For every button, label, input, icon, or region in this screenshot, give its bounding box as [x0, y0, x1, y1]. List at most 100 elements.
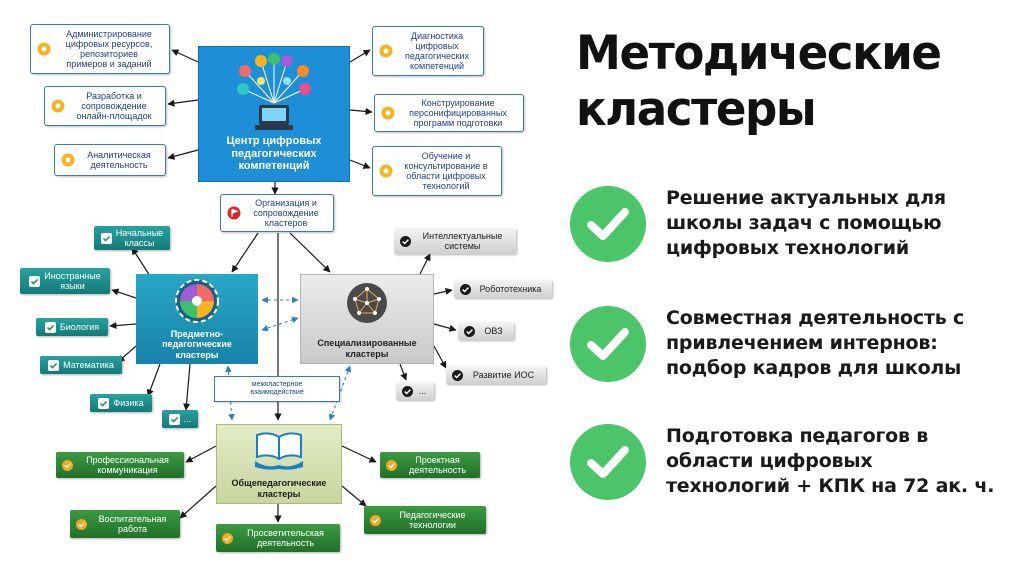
connector — [179, 485, 217, 519]
special-cluster-title: Специализированные кластеры — [317, 338, 417, 359]
orange-check-icon — [370, 514, 381, 526]
checkmark-circle-icon — [570, 424, 646, 500]
special-item: ОВЗ — [458, 322, 514, 340]
subject-item: Физика — [90, 394, 152, 412]
black-check-icon — [464, 325, 475, 337]
subject-item: ... — [162, 410, 198, 428]
connector — [419, 253, 431, 275]
subject-item: Начальные классы — [94, 226, 170, 250]
general-pedagogical-clusters-node: Общепедагогические кластеры — [216, 424, 342, 504]
general-item-label: Проектная деятельность — [408, 454, 467, 475]
subject-item-label: ... — [183, 413, 192, 424]
general-cluster-title: Общепедагогические кластеры — [231, 478, 327, 499]
checkmark-circle-icon — [570, 186, 646, 262]
methodical-clusters-diagram: Центр цифровых педагогических компетенци… — [20, 24, 552, 552]
benefit-item: Решение актуальных для школы задач с пом… — [570, 186, 1010, 276]
green-check-icon — [29, 275, 41, 287]
benefit-item: Совместная деятельность с привлечением и… — [570, 306, 1010, 396]
connector — [167, 149, 199, 160]
connector — [399, 363, 408, 381]
general-item-label: Воспитательная работа — [98, 513, 167, 534]
connector — [131, 247, 151, 277]
special-item: ... — [396, 382, 434, 400]
interaction-connector — [261, 316, 299, 332]
connector — [111, 288, 137, 299]
benefit-text: Решение актуальных для школы задач с пом… — [666, 187, 946, 259]
center-title: Центр цифровых педагогических компетенци… — [226, 135, 322, 173]
green-check-icon — [168, 413, 180, 425]
task-label: Аналитическая деятельность — [87, 149, 151, 170]
benefit-text: Подготовка педагогов в области цифровых … — [666, 425, 995, 497]
subject-item-label: Математика — [63, 359, 114, 370]
task-box: Администрирование цифровых ресурсов, реп… — [30, 24, 170, 74]
special-item: Робототехника — [454, 280, 552, 298]
subject-item-label: Биология — [59, 321, 100, 332]
general-item-label: Педагогические технологии — [399, 509, 466, 530]
connector — [349, 107, 373, 115]
connector — [182, 363, 191, 411]
task-box: Аналитическая деятельность — [54, 144, 166, 176]
task-label: Администрирование цифровых ресурсов, реп… — [65, 28, 153, 70]
checkmark-circle-icon — [570, 306, 646, 382]
connector — [341, 445, 377, 463]
special-item-label: Робототехника — [479, 283, 542, 294]
black-check-icon — [452, 369, 463, 381]
orange-check-icon — [222, 532, 233, 544]
special-item-label: ОВЗ — [484, 325, 503, 336]
open-book-hand-icon — [255, 432, 303, 470]
connector — [433, 287, 453, 295]
subject-item: Биология — [36, 318, 108, 336]
task-box: Конструирование персонифицированных прог… — [374, 94, 524, 132]
special-item: Интеллектуальные системы — [394, 228, 516, 254]
organization-box: Организация и сопровождение кластеров — [220, 194, 334, 232]
subject-item-label: Начальные классы — [115, 227, 164, 248]
connector — [109, 321, 137, 330]
connector — [231, 232, 259, 273]
task-label: Конструирование персонифицированных прог… — [409, 97, 507, 129]
inter-cluster-interaction-box: межкластерное взаимодействие — [214, 376, 340, 402]
black-check-icon — [460, 283, 471, 295]
orange-pin-icon — [37, 42, 51, 56]
task-label: Разработка и сопровождение онлайн-площад… — [76, 90, 152, 122]
subject-cluster-title: Предметно- педагогические кластеры — [162, 328, 232, 360]
special-item: Развитие ИОС — [446, 366, 546, 384]
task-box: Обучение и консультирование в области ци… — [372, 146, 502, 196]
orange-pin-icon — [381, 106, 395, 120]
general-item: Воспитательная работа — [70, 510, 180, 538]
subject-item-label: Физика — [113, 397, 144, 408]
connector — [289, 232, 331, 273]
connector — [433, 345, 447, 369]
connector — [433, 323, 457, 332]
green-check-icon — [100, 232, 112, 244]
special-item-label: Развитие ИОС — [472, 369, 535, 380]
digital-network-icon — [237, 53, 311, 130]
orange-pin-icon — [379, 44, 393, 58]
black-check-icon — [402, 385, 413, 397]
orange-check-icon — [76, 518, 87, 530]
connector — [185, 445, 217, 463]
orange-pin-icon — [51, 99, 65, 113]
orange-pin-icon — [61, 153, 75, 167]
green-check-icon — [98, 397, 110, 409]
subject-item: Математика — [40, 356, 122, 374]
general-item-label: Просветительская деятельность — [247, 527, 324, 548]
connector — [146, 363, 161, 397]
digital-competence-center-node: Центр цифровых педагогических компетенци… — [198, 46, 350, 182]
network-sphere-icon — [347, 283, 387, 323]
connector — [349, 159, 371, 169]
general-item: Педагогические технологии — [364, 506, 486, 534]
green-check-icon — [48, 359, 60, 371]
connector — [171, 49, 199, 63]
task-box: Разработка и сопровождение онлайн-площад… — [44, 86, 166, 126]
general-item: Просветительская деятельность — [216, 524, 340, 552]
general-item: Проектная деятельность — [380, 452, 480, 478]
connector — [341, 485, 367, 507]
gear-colorful-icon — [175, 279, 219, 323]
benefit-text: Совместная деятельность с привлечением и… — [666, 307, 965, 379]
general-item-label: Профессиональная коммуникация — [86, 454, 169, 475]
special-item-label: ... — [418, 385, 427, 396]
specialized-clusters-node: Специализированные кластеры — [300, 274, 434, 364]
connector — [349, 49, 371, 63]
orange-check-icon — [62, 459, 73, 471]
organization-label: Организация и сопровождение кластеров — [253, 197, 319, 229]
